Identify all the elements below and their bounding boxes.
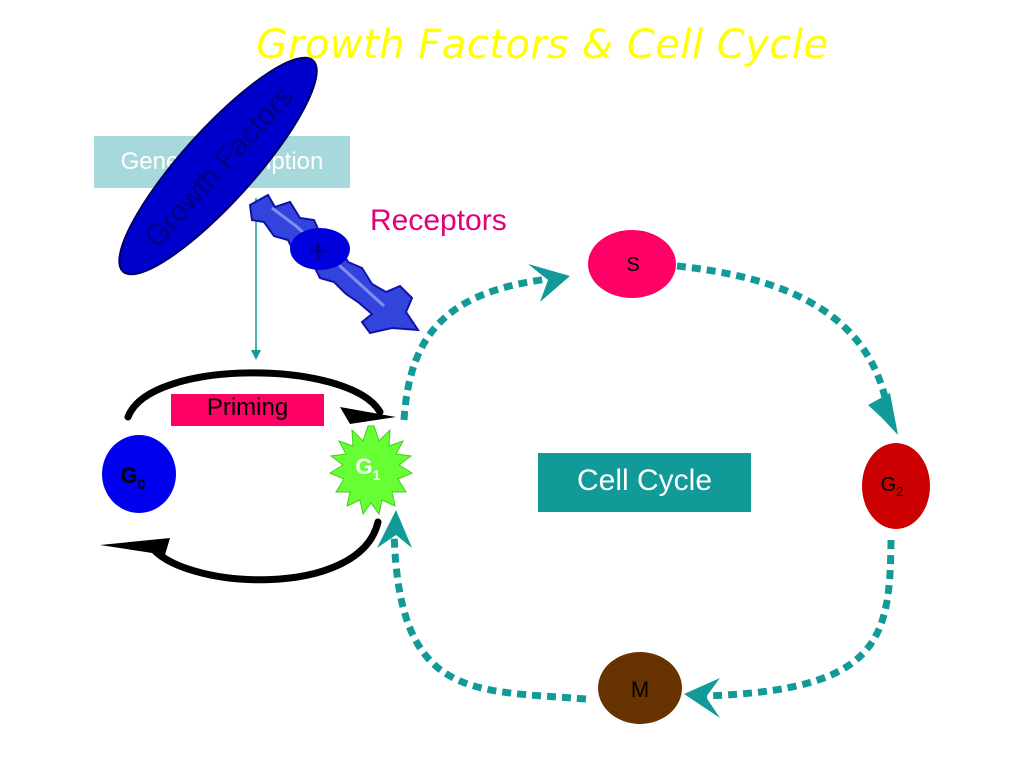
g2-node: [862, 443, 930, 529]
arrow-g2-to-m: [704, 539, 895, 700]
arrow-g2-to-m-head: [684, 678, 720, 718]
receptors-label: Receptors: [370, 204, 507, 237]
arrow-s-to-g2: [676, 262, 892, 413]
arrow-m-to-g1-head: [377, 510, 412, 548]
page-title: Growth Factors & Cell Cycle: [256, 22, 829, 68]
plus-ellipse: [290, 228, 350, 270]
m-node: [598, 652, 682, 724]
cell-cycle-word1: Cell: [576, 464, 629, 497]
priming-arc-top-head: [340, 407, 396, 424]
s-node: [588, 230, 676, 298]
plus-label: +: [308, 232, 328, 270]
m-label: M: [631, 677, 649, 702]
growth-factors-ellipse: [118, 56, 318, 276]
arrow-s-to-g2-head: [868, 393, 898, 435]
arrow-g1-to-s-head: [528, 264, 570, 302]
g1-label: G1: [356, 454, 381, 483]
transcription-arrow-head: [251, 350, 261, 360]
arrow-m-to-g1: [390, 529, 587, 703]
cell-cycle-box: Cell Cycle: [538, 453, 751, 512]
priming-arc-top: [124, 369, 384, 421]
return-arc-bottom-head: [100, 538, 170, 555]
g0-node: [102, 435, 176, 513]
g2-label: G2: [881, 474, 904, 499]
growth-factors-label: Growth Factors: [138, 80, 300, 254]
priming-label: Priming: [171, 394, 324, 426]
g0-label: G0: [121, 463, 146, 492]
return-arc-bottom: [146, 518, 382, 584]
s-label: S: [626, 254, 639, 276]
arrow-g1-to-s: [400, 274, 557, 421]
cell-cycle-word2: Cycle: [637, 464, 713, 497]
g1-node: [328, 425, 414, 516]
